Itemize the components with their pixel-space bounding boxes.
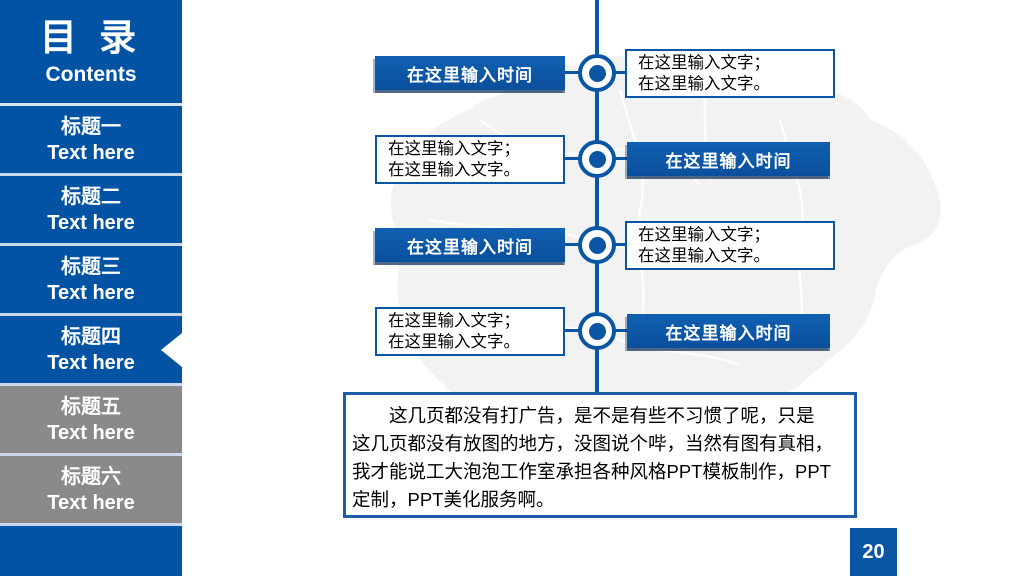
sidebar-item-2[interactable]: 标题二 Text here (0, 176, 182, 246)
note-line: 我才能说工大泡泡工作室承担各种风格PPT模板制作，PPT (352, 461, 831, 482)
sidebar-item-4-active[interactable]: 标题四 Text here (0, 316, 182, 386)
node-dot (588, 150, 606, 168)
node-dot (588, 64, 606, 82)
text-line: 在这里输入文字； (388, 140, 520, 158)
text-line: 在这里输入文字。 (638, 75, 770, 93)
sidebar-item-subtitle: Text here (47, 491, 135, 514)
sidebar-item-subtitle: Text here (47, 141, 135, 164)
text-line: 在这里输入文字； (388, 312, 520, 330)
sidebar-item-6[interactable]: 标题六 Text here (0, 456, 182, 526)
sidebar-item-subtitle: Text here (47, 281, 135, 304)
sidebar-item-title: 标题二 (61, 185, 121, 208)
text-line: 在这里输入文字； (638, 54, 770, 72)
note-line: 这几页都没有放图的地方，没图说个哔，当然有图有真相， (352, 433, 834, 454)
toc-subtitle: Contents (45, 62, 137, 86)
node-dot (588, 236, 606, 254)
timeline-node-icon (578, 226, 616, 264)
text-placeholder-box[interactable]: 在这里输入文字； 在这里输入文字。 (625, 49, 835, 98)
time-placeholder-box[interactable]: 在这里输入时间 (375, 228, 565, 262)
text-line: 在这里输入文字。 (388, 333, 520, 351)
text-line: 在这里输入文字。 (638, 247, 770, 265)
sidebar-item-subtitle: Text here (47, 421, 135, 444)
sidebar-item-5[interactable]: 标题五 Text here (0, 386, 182, 456)
node-dot (588, 322, 606, 340)
time-placeholder-box[interactable]: 在这里输入时间 (627, 314, 830, 348)
note-line: 定制，PPT美化服务啊。 (352, 489, 555, 510)
sidebar-item-title: 标题一 (61, 115, 121, 138)
timeline-node-icon (578, 140, 616, 178)
time-placeholder-box[interactable]: 在这里输入时间 (375, 56, 565, 90)
sidebar-item-title: 标题三 (61, 255, 121, 278)
time-placeholder-box[interactable]: 在这里输入时间 (627, 142, 830, 176)
sidebar-header: 目 录 Contents (0, 0, 182, 106)
text-line: 在这里输入文字； (638, 226, 770, 244)
timeline-node-icon (578, 54, 616, 92)
sidebar-item-subtitle: Text here (47, 351, 135, 374)
sidebar-item-subtitle: Text here (47, 211, 135, 234)
sidebar-item-1[interactable]: 标题一 Text here (0, 106, 182, 176)
sidebar-item-title: 标题六 (61, 465, 121, 488)
sidebar-item-title: 标题四 (61, 325, 121, 348)
note-text-box[interactable]: 这几页都没有打广告，是不是有些不习惯了呢，只是 这几页都没有放图的地方，没图说个… (343, 392, 857, 518)
page-number-badge: 20 (850, 528, 897, 576)
sidebar-item-3[interactable]: 标题三 Text here (0, 246, 182, 316)
contents-sidebar: 目 录 Contents 标题一 Text here 标题二 Text here… (0, 0, 182, 576)
note-line: 这几页都没有打广告，是不是有些不习惯了呢，只是 (389, 405, 815, 426)
text-placeholder-box[interactable]: 在这里输入文字； 在这里输入文字。 (625, 221, 835, 270)
sidebar-item-title: 标题五 (61, 395, 121, 418)
text-placeholder-box[interactable]: 在这里输入文字； 在这里输入文字。 (375, 307, 565, 356)
active-item-arrow-icon (161, 332, 182, 367)
toc-title: 目 录 (39, 17, 143, 59)
text-placeholder-box[interactable]: 在这里输入文字； 在这里输入文字。 (375, 135, 565, 184)
timeline-node-icon (578, 312, 616, 350)
timeline-vertical-line (595, 0, 599, 392)
text-line: 在这里输入文字。 (388, 161, 520, 179)
